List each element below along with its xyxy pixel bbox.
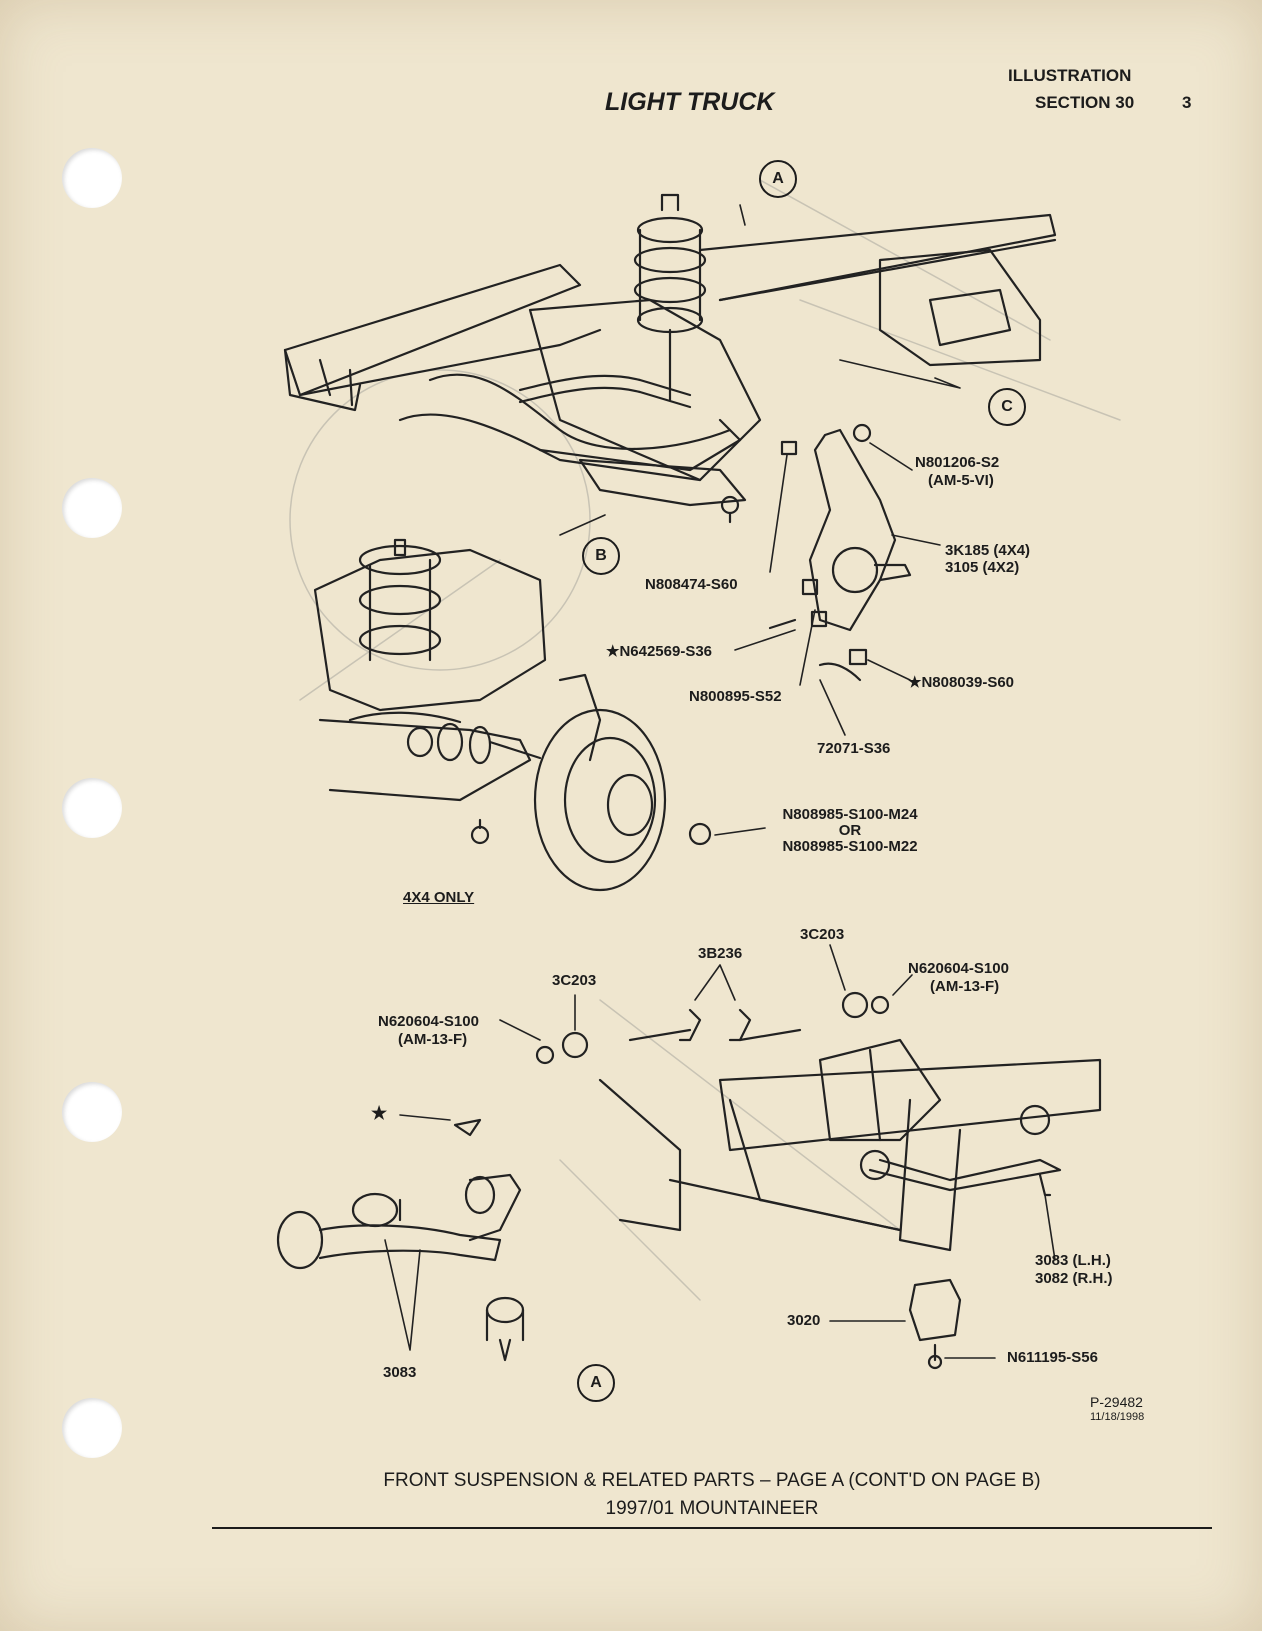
part-label: 3083 <box>383 1364 417 1381</box>
crossmember-assembly <box>598 1038 1102 1252</box>
callout-b: B <box>582 537 620 575</box>
binder-hole <box>62 148 122 208</box>
part-label: N800895-S52 <box>689 688 782 705</box>
vehicle-model: 1997/01 MOUNTAINEER <box>605 1498 819 1519</box>
part-label: N801206-S2 <box>915 454 1000 471</box>
callout-c: C <box>988 388 1026 426</box>
section-heading: SECTION 30 <box>1035 93 1135 112</box>
hub-4x4-assembly <box>313 538 712 892</box>
leader-lines-bottom <box>384 944 1056 1359</box>
frame-assembly <box>283 213 1057 482</box>
part-label: N620604-S100 <box>908 960 1009 977</box>
binder-hole <box>62 1398 122 1458</box>
part-label: N808985-S100-M24 <box>782 806 918 823</box>
part-label: 3C203 <box>800 926 845 943</box>
part-label: (AM-13-F) <box>398 1031 468 1048</box>
part-label: OR <box>838 822 862 839</box>
illustration-id: P-29482 <box>1090 1394 1143 1410</box>
steering-knuckle <box>768 423 912 682</box>
part-label: N620604-S100 <box>378 1013 479 1030</box>
upper-control-arm-left <box>276 1118 525 1362</box>
illustration-heading: ILLUSTRATION <box>1008 66 1132 85</box>
page-title: LIGHT TRUCK <box>605 88 775 116</box>
part-label: 72071-S36 <box>817 740 891 757</box>
callout-a-bottom: A <box>577 1364 615 1402</box>
part-label: 3082 (R.H.) <box>1035 1270 1113 1287</box>
part-label: (AM-5-VI) <box>928 472 994 489</box>
part-label: (AM-13-F) <box>930 978 1000 995</box>
page-number: 3 <box>1182 93 1192 112</box>
page-caption: FRONT SUSPENSION & RELATED PARTS – PAGE … <box>383 1470 1041 1491</box>
part-label: 3020 <box>787 1312 821 1329</box>
part-label: N808474-S60 <box>645 576 738 593</box>
stabilizer-bar <box>518 374 692 409</box>
part-label: 3B236 <box>698 945 743 962</box>
part-label: ★N808039-S60 <box>908 674 1015 691</box>
bushing-bolts <box>535 991 890 1065</box>
part-label: ★N642569-S36 <box>606 643 713 660</box>
binder-hole <box>62 778 122 838</box>
bleed-through-art <box>289 179 1121 1301</box>
part-label: N808985-S100-M22 <box>782 838 918 855</box>
illustration-reference: P-29482 11/18/1998 <box>1090 1395 1144 1425</box>
illustration-date: 11/18/1998 <box>1090 1411 1145 1423</box>
binder-hole <box>62 478 122 538</box>
part-label: 3K185 (4X4) <box>945 542 1031 559</box>
coil-spring-shock <box>633 193 707 402</box>
part-label: N611195-S56 <box>1007 1349 1098 1366</box>
callout-a-top: A <box>759 160 797 198</box>
part-label: 3105 (4X2) <box>945 559 1020 576</box>
lower-control-arm-top <box>578 458 747 524</box>
star-marker: ★ <box>371 1103 388 1123</box>
part-label: 3C203 <box>552 972 597 989</box>
ball-joint-3020 <box>908 1278 962 1370</box>
variant-note: 4X4 ONLY <box>403 889 475 906</box>
part-label: 3083 (L.H.) <box>1035 1252 1111 1269</box>
binder-hole <box>62 1082 122 1142</box>
leader-lines-top <box>559 204 961 836</box>
footer-rule <box>212 1527 1212 1529</box>
upper-control-arm-right <box>859 1104 1062 1197</box>
